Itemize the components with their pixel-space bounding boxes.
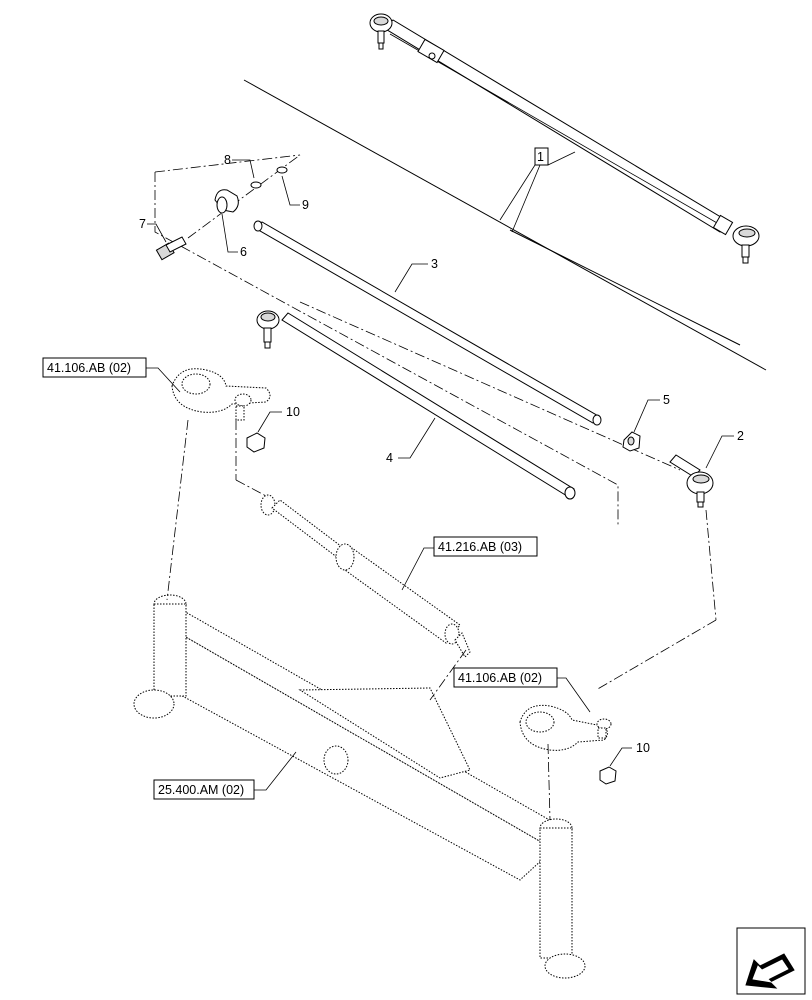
assembly-separator-line xyxy=(243,79,767,371)
callout-8-label: 8 xyxy=(224,153,231,167)
nut-part-10-left xyxy=(246,432,266,453)
ref-steering-arm-left-label: 41.106.AB (02) xyxy=(47,361,131,375)
callout-5[interactable]: 5 xyxy=(633,393,670,433)
ref-steering-arm-right-label: 41.106.AB (02) xyxy=(458,671,542,685)
tie-rod-end-part-2 xyxy=(669,454,714,508)
clamp-part-6 xyxy=(214,189,239,214)
ref-axle[interactable]: 25.400.AM (02) xyxy=(153,751,297,800)
jam-nut-part-5 xyxy=(622,431,641,452)
ref-cylinder[interactable]: 41.216.AB (03) xyxy=(401,536,538,591)
nut-part-9 xyxy=(276,166,288,174)
ref-axle-label: 25.400.AM (02) xyxy=(158,783,244,797)
callout-2-label: 2 xyxy=(737,429,744,443)
callout-10-right-label: 10 xyxy=(636,741,650,755)
front-axle xyxy=(133,594,586,979)
explode-boundary xyxy=(154,172,619,525)
steering-arm-left xyxy=(171,368,271,421)
nut-part-10-right xyxy=(599,766,617,785)
callout-1-label: 1 xyxy=(537,150,544,164)
callout-3-label: 3 xyxy=(431,257,438,271)
callout-7[interactable]: 7 xyxy=(139,217,167,243)
callout-9-label: 9 xyxy=(302,198,309,212)
tie-rod-assembly xyxy=(369,13,760,264)
callout-8[interactable]: 8 xyxy=(224,153,255,179)
callout-10-right[interactable]: 10 xyxy=(609,741,650,767)
callout-5-label: 5 xyxy=(663,393,670,407)
ref-steering-arm-right[interactable]: 41.106.AB (02) xyxy=(453,667,591,713)
steering-arm-right xyxy=(519,704,612,751)
callout-10-left[interactable]: 10 xyxy=(257,405,300,433)
callout-10-left-label: 10 xyxy=(286,405,300,419)
ref-steering-arm-left[interactable]: 41.106.AB (02) xyxy=(42,357,181,393)
tube-part-3 xyxy=(253,220,602,426)
ref-cylinder-label: 41.216.AB (03) xyxy=(438,540,522,554)
callout-7-label: 7 xyxy=(139,217,146,231)
steering-cylinder xyxy=(260,494,471,658)
assembly-separator-line-lower xyxy=(509,229,741,346)
callout-2[interactable]: 2 xyxy=(705,429,744,469)
previous-page-arrow-icon[interactable] xyxy=(736,927,806,995)
callout-4[interactable]: 4 xyxy=(386,417,436,465)
inner-ball-joint xyxy=(256,310,280,349)
callout-1[interactable]: 1 xyxy=(499,147,576,233)
rod-part-4 xyxy=(281,312,576,500)
washer-part-8 xyxy=(250,181,262,189)
callout-6-label: 6 xyxy=(240,245,247,259)
callout-4-label: 4 xyxy=(386,451,393,465)
callout-6[interactable]: 6 xyxy=(221,213,247,259)
callout-9[interactable]: 9 xyxy=(281,175,309,212)
bolt-part-7 xyxy=(155,236,187,261)
callout-3[interactable]: 3 xyxy=(394,257,438,293)
